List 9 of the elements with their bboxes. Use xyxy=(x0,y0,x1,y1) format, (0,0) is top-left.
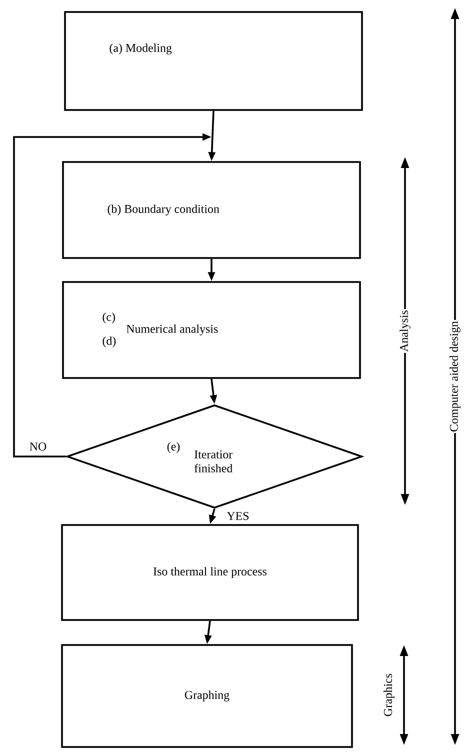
process-box: (c) Numerical analysis (d) xyxy=(62,281,361,379)
span-label: Analysis xyxy=(398,309,412,353)
process-box: Iso thermal line process xyxy=(61,524,359,621)
edge-label: YES xyxy=(226,511,250,522)
process-box: Graphing xyxy=(61,644,353,748)
span-label: Computer aided design xyxy=(448,320,462,433)
span-label: Graphics xyxy=(382,672,396,718)
process-box: (a) Modeling xyxy=(64,11,363,111)
process-box: (b) Boundary condition xyxy=(62,161,361,259)
